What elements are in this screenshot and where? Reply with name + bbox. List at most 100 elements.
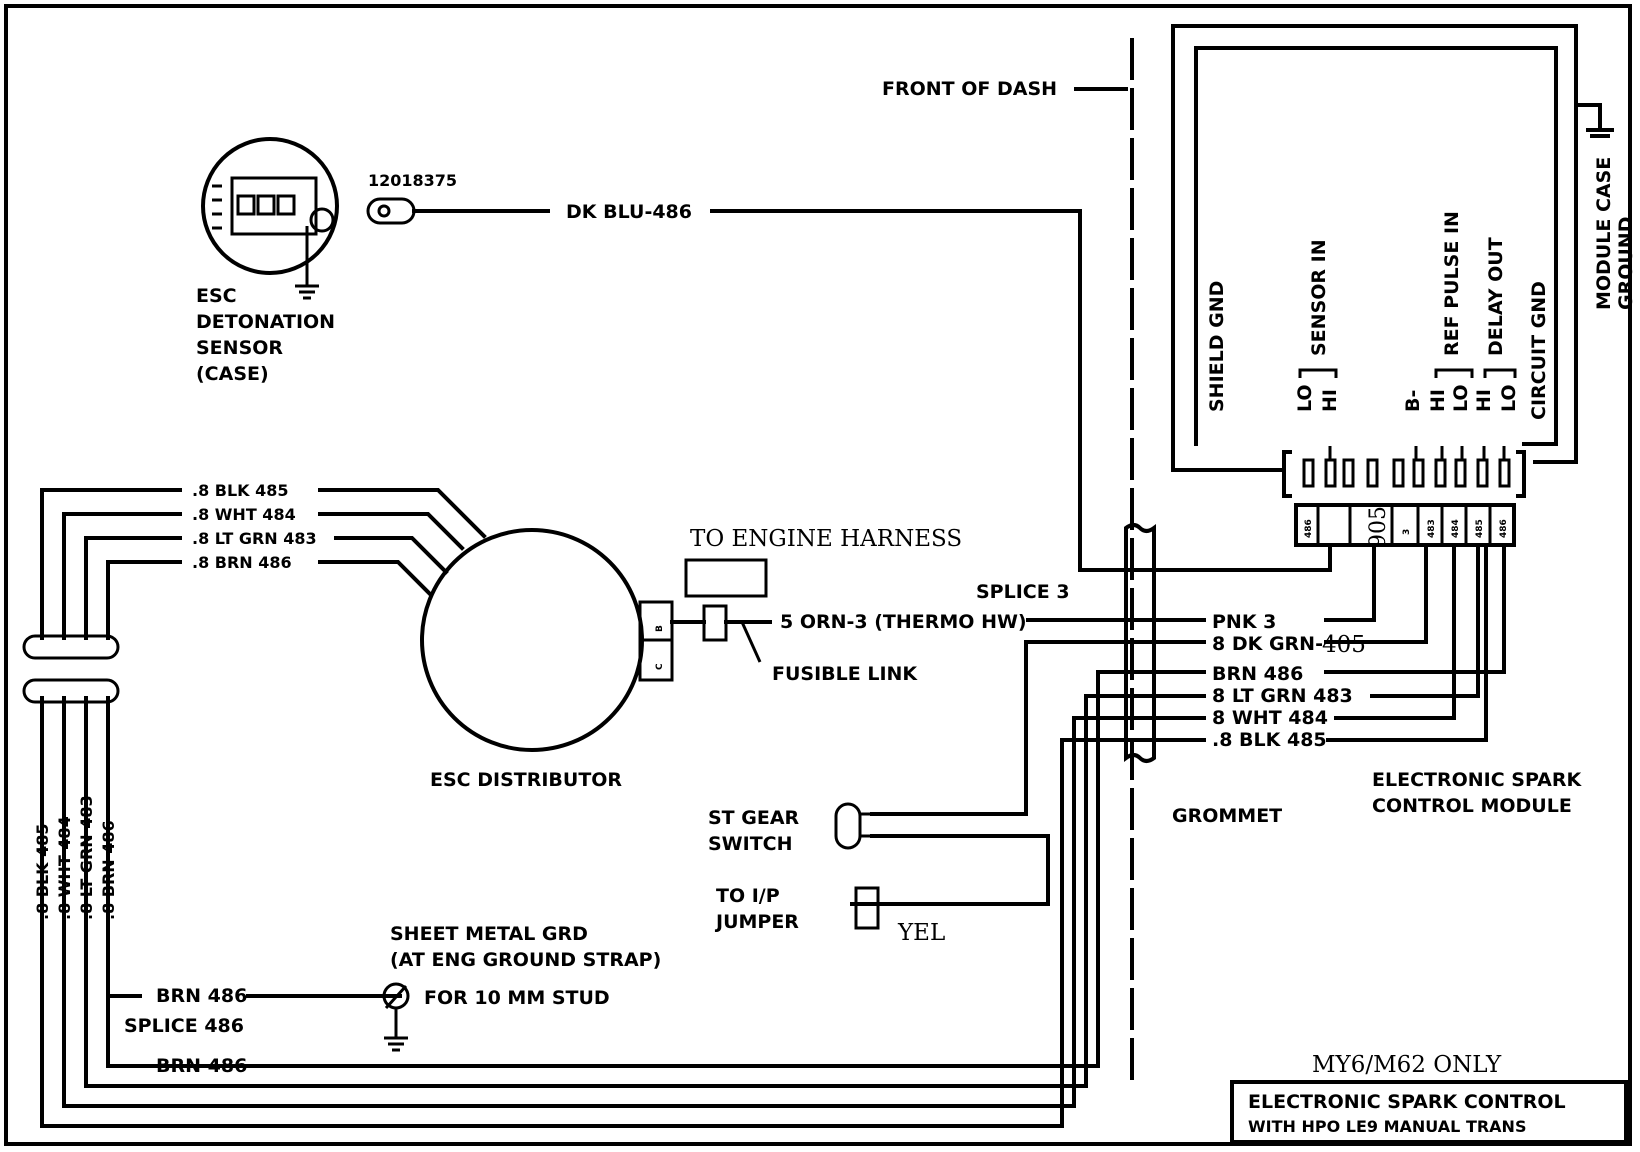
- brn486-a-label: BRN 486: [156, 985, 247, 1007]
- blk-module-wire: [1326, 543, 1488, 742]
- title-line-2: WITH HPO LE9 MANUAL TRANS: [1248, 1117, 1526, 1136]
- grommet-symbol: [1124, 523, 1156, 763]
- blk485-harness-wire: [40, 696, 1206, 1128]
- sensor-connector: [366, 197, 416, 225]
- brn486-label: BRN 486: [1212, 663, 1303, 685]
- ltgrn-module-wire: [1370, 543, 1480, 698]
- model-note: MY6/M62 ONLY: [1312, 1052, 1502, 1078]
- vert-label-blk: .8 BLK 485: [33, 823, 52, 920]
- lohi-lo2: LO: [1450, 384, 1472, 412]
- vert-label-ltgrn: .8 LT GRN 483: [77, 795, 96, 920]
- vert-label-brn: .8 BRN 486: [99, 820, 118, 920]
- conn-905: 905: [1366, 506, 1391, 548]
- distributor-label: ESC DISTRIBUTOR: [430, 769, 622, 791]
- conn-484: 484: [1451, 519, 1461, 538]
- dkgrn-module-wire: [1324, 543, 1428, 644]
- fusible-link-leader: [740, 621, 762, 663]
- dkgrn-harness-wire: [870, 640, 1206, 816]
- yel-wire: [850, 834, 1050, 906]
- dist-ltgrn-wire-a: [84, 536, 182, 640]
- dist-brn-wire-b: [318, 560, 433, 597]
- diagram-border: [4, 4, 1632, 1146]
- conn-485: 485: [1475, 519, 1485, 538]
- stud-label: FOR 10 MM STUD: [424, 987, 610, 1009]
- fusible-connector: [702, 604, 728, 642]
- distributor-terminal: [638, 600, 674, 682]
- engine-harness-box: [684, 558, 768, 598]
- dkgrn-label: 8 DK GRN-: [1212, 633, 1323, 655]
- lohi-hi2: HI: [1427, 389, 1449, 412]
- pin-delay-out: DELAY OUT: [1485, 237, 1507, 356]
- ltgrn483-harness-wire: [84, 694, 1206, 1088]
- control-module-box: [1171, 24, 1614, 472]
- sheet-metal-label-2: (AT ENG GROUND STRAP): [390, 949, 661, 971]
- grommet-label: GROMMET: [1172, 805, 1282, 827]
- dist-ltgrn-wire-b: [334, 536, 449, 575]
- distributor-symbol: [420, 528, 644, 752]
- ground-stud-symbol: [382, 982, 410, 1052]
- lohi-lo3: LO: [1498, 384, 1520, 412]
- dist-wire-label-3: .8 LT GRN 483: [192, 529, 317, 548]
- lohi-hi1: HI: [1319, 389, 1341, 412]
- ltgrn483-label: 8 LT GRN 483: [1212, 685, 1353, 707]
- st-gear-label-1: ST GEAR: [708, 807, 800, 829]
- fusible-link-label: FUSIBLE LINK: [772, 663, 918, 685]
- ip-jumper-label-1: TO I/P: [716, 885, 780, 907]
- pin-brackets: [1298, 368, 1517, 378]
- splice486-label: SPLICE 486: [124, 1015, 244, 1037]
- engine-harness-label: TO ENGINE HARNESS: [690, 526, 962, 552]
- wht484-label: 8 WHT 484: [1212, 707, 1328, 729]
- lohi-hi3: HI: [1473, 389, 1495, 412]
- yel-label: YEL: [897, 920, 945, 946]
- brn486-module-wire: [1324, 543, 1506, 674]
- module-header-connector: [1282, 446, 1526, 498]
- conn-483: 483: [1427, 519, 1437, 538]
- dist-blk-wire-b: [318, 488, 487, 539]
- harness-connector-top: [22, 634, 120, 660]
- conn-486: 486: [1304, 519, 1314, 538]
- dk-blu-label: DK BLU-486: [566, 201, 692, 223]
- pnk3-wire: [1324, 543, 1376, 622]
- terminal-b: B: [655, 625, 665, 632]
- pin-shield-gnd: SHIELD GND: [1206, 281, 1228, 412]
- sensor-label-2: DETONATION: [196, 311, 335, 333]
- sensor-label-4: (CASE): [196, 363, 269, 385]
- dk-blu-wire: [412, 209, 1332, 572]
- blk485-label: .8 BLK 485: [1212, 729, 1327, 751]
- module-label-1: ELECTRONIC SPARK: [1372, 769, 1582, 791]
- terminal-c: C: [655, 663, 665, 670]
- dist-blk-wire-a: [40, 488, 182, 640]
- front-of-dash-label: FRONT OF DASH: [882, 78, 1057, 100]
- pnk3-label: PNK 3: [1212, 611, 1276, 633]
- sensor-label-1: ESC: [196, 285, 237, 307]
- dist-wire-label-1: .8 BLK 485: [192, 481, 289, 500]
- dist-brn-wire-a: [106, 560, 182, 640]
- dist-wire-label-4: .8 BRN 486: [192, 553, 292, 572]
- sheet-metal-label-1: SHEET METAL GRD: [390, 923, 588, 945]
- lohi-lo1: LO: [1294, 384, 1316, 412]
- dist-wire-label-2: .8 WHT 484: [192, 505, 296, 524]
- dkgrn-number: 405: [1322, 632, 1366, 658]
- case-ground-label-2: GROUND: [1615, 217, 1637, 310]
- lohi-bminus: B-: [1402, 390, 1424, 412]
- title-line-1: ELECTRONIC SPARK CONTROL: [1248, 1091, 1566, 1113]
- dist-wht-wire-b: [318, 512, 465, 551]
- dist-wht-wire-a: [62, 512, 182, 640]
- pin-sensor-in: SENSOR IN: [1308, 239, 1330, 356]
- wht-module-wire: [1334, 543, 1456, 720]
- case-ground-label-1: MODULE CASE: [1593, 157, 1615, 310]
- wht484-harness-wire: [62, 696, 1206, 1108]
- part-number: 12018375: [368, 171, 457, 190]
- sensor-label-3: SENSOR: [196, 337, 283, 359]
- pin-ref-pulse-in: REF PULSE IN: [1441, 211, 1463, 356]
- conn-486b: 486: [1499, 519, 1509, 538]
- detonation-sensor-symbol: [201, 137, 339, 300]
- st-gear-label-2: SWITCH: [708, 833, 793, 855]
- ip-jumper-label-2: JUMPER: [714, 911, 799, 933]
- brn486-harness-wire: [106, 670, 1206, 1068]
- title-block: [1230, 1080, 1628, 1144]
- harness-connector-bottom: [22, 678, 120, 704]
- module-wire-connector: 486 3 483 484 485 486: [1294, 503, 1516, 547]
